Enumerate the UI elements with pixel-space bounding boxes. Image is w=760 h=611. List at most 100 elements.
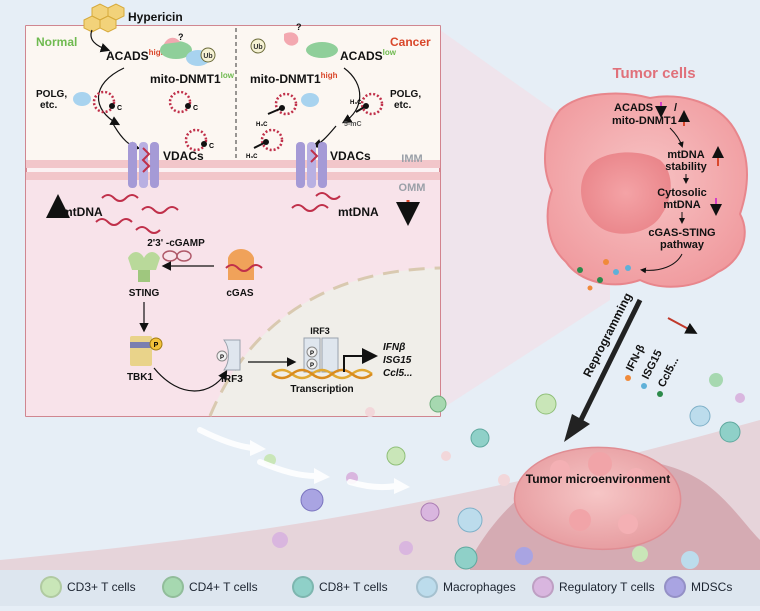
tumor-pathway: pathway: [660, 239, 705, 251]
normal-polg-label: POLG,: [36, 89, 67, 100]
tumor-stability: stability: [665, 161, 707, 173]
cancer-mtdna-label: mtDNA: [338, 205, 379, 219]
macrophage-icon: [416, 576, 438, 598]
cancer-curve-arrow: [341, 67, 361, 124]
mdsc-cell-icon: [664, 576, 686, 598]
normal-polg-protein: [73, 92, 91, 106]
svg-text:P: P: [220, 355, 224, 361]
cgamp-molecule: [162, 250, 192, 262]
irf3-label: IRF3: [221, 374, 243, 385]
tme-label: Tumor microenvironment: [526, 472, 670, 486]
normal-etc-label: etc.: [40, 100, 57, 111]
tumor-slash: /: [674, 102, 677, 114]
cytokine-list: IFN-β ISG15 Ccl5...: [624, 343, 681, 397]
legend: [0, 570, 760, 606]
cancer-vdacs-label: VDACs: [330, 149, 371, 163]
cgas-label: cGAS: [226, 288, 254, 299]
flow-arrows: [197, 427, 410, 494]
svg-text:H₃C: H₃C: [246, 154, 258, 160]
cgamp-label: 2'3' -cGAMP: [147, 238, 205, 249]
normal-acads-protein: ? Ub: [160, 32, 216, 66]
tumor-cells-title: Tumor cells: [612, 65, 695, 82]
normal-mtdna-label: mtDNA: [62, 205, 103, 219]
reprogramming-arrow-head: [564, 414, 590, 442]
legend-label: Regulatory T cells: [559, 580, 655, 594]
legend-label: MDSCs: [691, 580, 733, 594]
tumor-dnmt1: mito-DNMT1: [612, 115, 677, 127]
tumor-step-arrow-1: [669, 127, 684, 148]
sting-label: STING: [129, 288, 160, 299]
legend-item-treg: Regulatory T cells: [532, 576, 655, 598]
hypericin-label: Hypericin: [128, 10, 183, 24]
cd8-cell-icon: [292, 576, 314, 598]
cancer-vdac-channel: [296, 142, 327, 188]
gene-isg15: ISG15: [383, 355, 412, 366]
omm-label: OMM: [399, 182, 426, 194]
tbk1-protein: P: [130, 336, 163, 366]
tbk1-label: TBK1: [127, 372, 154, 383]
normal-curve-arrow: [97, 67, 125, 126]
svg-text:C: C: [193, 105, 198, 112]
cancer-mtdna-circles: H₃C H₃C 5-mC H₃C: [246, 92, 384, 160]
legend-label: CD3+ T cells: [67, 580, 136, 594]
normal-vdacs-label: VDACs: [163, 149, 204, 163]
dna-helix: [271, 368, 373, 380]
legend-label: CD4+ T cells: [189, 580, 258, 594]
svg-text:H₃C: H₃C: [350, 100, 362, 106]
svg-text:P: P: [310, 351, 314, 357]
irf3-protein: P: [216, 339, 241, 371]
legend-item-macrophages: Macrophages: [416, 576, 516, 598]
normal-dnmt1-label: mito-DNMT1low: [150, 71, 235, 86]
tumor-cytosolic: Cytosolic: [657, 187, 707, 199]
svg-text:Ub: Ub: [253, 44, 262, 51]
svg-text:C: C: [117, 105, 122, 112]
svg-text:C: C: [209, 143, 214, 150]
cancer-acads-label: ACADSlow: [340, 48, 397, 63]
irf3-dimer: P P: [303, 337, 339, 373]
svg-text:Ub: Ub: [203, 53, 212, 60]
treg-cell-icon: [532, 576, 554, 598]
irf3-dimer-label: IRF3: [310, 326, 330, 336]
tumor-nucleus: [581, 152, 671, 234]
legend-label: Macrophages: [443, 580, 516, 594]
imm-membrane: [26, 160, 440, 168]
svg-text:5-mC: 5-mC: [344, 121, 362, 128]
normal-acads-label: ACADShigh: [106, 48, 166, 63]
legend-item-cd8: CD8+ T cells: [292, 576, 388, 598]
cancer-etc-label: etc.: [394, 100, 411, 111]
cancer-proteins: Ub ?: [250, 22, 338, 58]
normal-title: Normal: [36, 35, 77, 49]
legend-item-cd4: CD4+ T cells: [162, 576, 258, 598]
cgas-protein: [225, 249, 263, 280]
omm-membrane: [26, 172, 440, 180]
normal-cytosolic-mtdna: [95, 194, 179, 234]
secreted-cytokines-dots: [577, 259, 631, 291]
svg-text:?: ?: [296, 22, 302, 32]
nuclear-envelope: [208, 266, 441, 417]
tumor-cyto-mtdna: mtDNA: [663, 199, 700, 211]
cancer-title: Cancer: [390, 35, 431, 49]
tme-tumor-nodules: [550, 452, 646, 534]
cd3-cell-icon: [40, 576, 62, 598]
cancer-dnmt1-label: mito-DNMT1high: [250, 71, 338, 86]
tumor-acads: ACADS: [614, 102, 653, 114]
sting-protein: [128, 252, 160, 282]
svg-text:?: ?: [178, 32, 184, 42]
svg-text:H₃C: H₃C: [256, 122, 268, 128]
cytokines-up-arrow: [667, 317, 698, 334]
normal-vdac-channel: [128, 142, 159, 188]
tbk1-to-irf3-arrow: [153, 367, 228, 392]
legend-label: CD8+ T cells: [319, 580, 388, 594]
legend-item-cd3: CD3+ T cells: [40, 576, 136, 598]
hypericin-molecule: [83, 3, 125, 33]
cancer-polg-label: POLG,: [390, 89, 421, 100]
transcription-arrow: [343, 348, 378, 372]
cancer-cytosolic-mtdna: [291, 192, 341, 212]
imm-label: IMM: [401, 153, 422, 165]
reprogramming-arrow-shaft: [573, 298, 643, 432]
gene-ifnb: IFNβ: [383, 342, 405, 353]
cd4-cell-icon: [162, 576, 184, 598]
tumor-step-arrow-4: [640, 253, 683, 274]
